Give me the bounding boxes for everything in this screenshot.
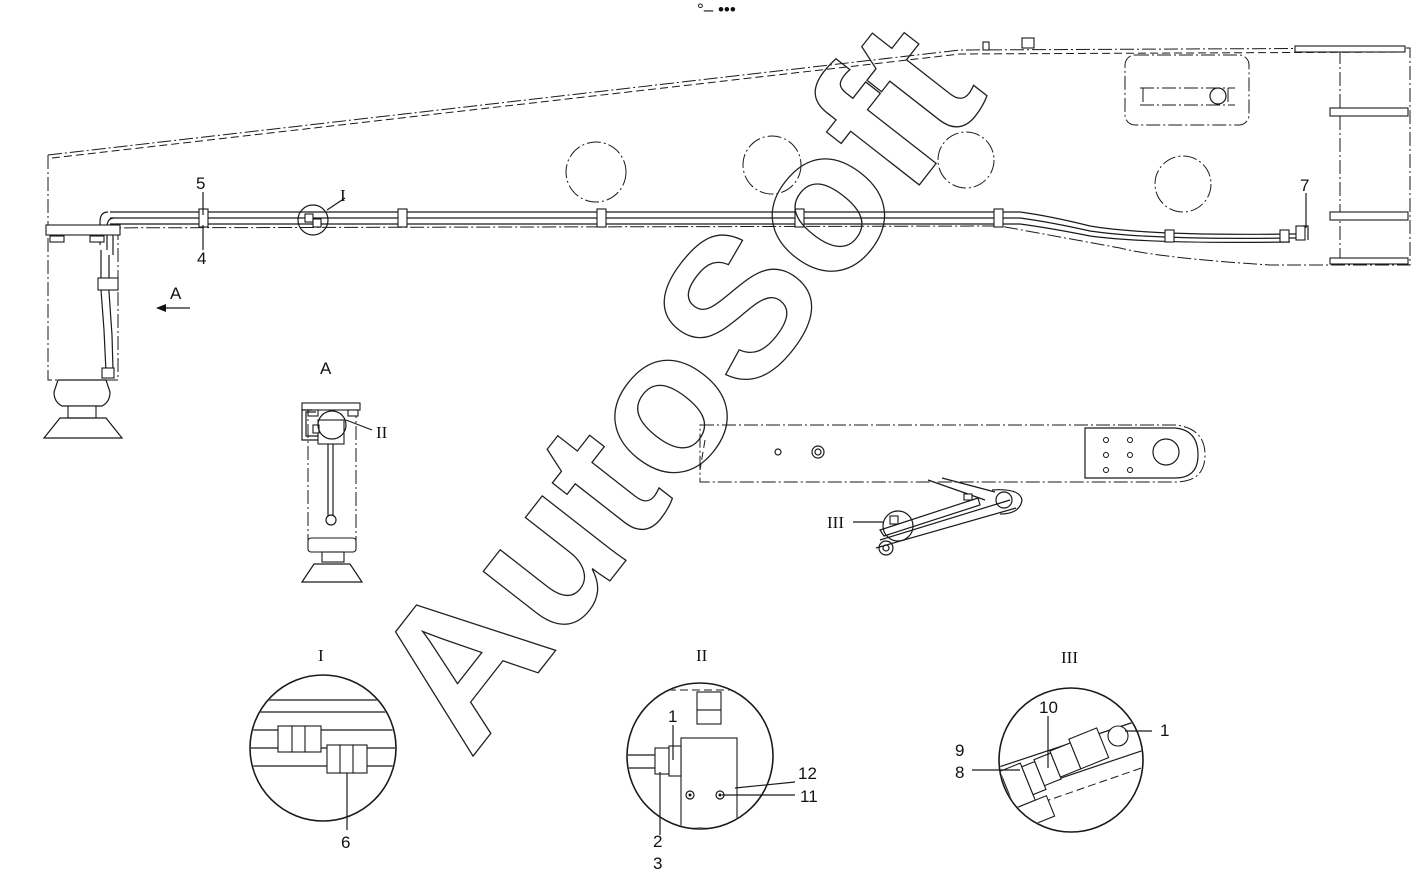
- outrigger-left: [42, 224, 124, 439]
- view-a-title: A: [320, 359, 332, 378]
- view-a-arrow: [156, 304, 190, 312]
- detail-i-title: I: [318, 646, 324, 665]
- callout-9: 9: [955, 741, 964, 760]
- boom-outline: [47, 37, 1411, 266]
- lower-boom: [699, 424, 1206, 556]
- leader-lines: [202, 192, 1307, 523]
- detail-ii-title: II: [696, 646, 708, 665]
- watermark: AutoSoft: [328, 0, 1023, 786]
- callout-7: 7: [1300, 176, 1309, 195]
- detail-iii-title: III: [1061, 648, 1078, 667]
- callout-11: 11: [800, 787, 818, 806]
- detail-ii-drawing: [626, 682, 796, 835]
- callout-1: 1: [668, 707, 677, 726]
- detail-i-marker: I: [340, 186, 346, 205]
- callout-6: 6: [341, 833, 350, 852]
- callout-8: 8: [955, 763, 964, 782]
- callout-12: 12: [798, 764, 817, 783]
- top-marker: °– •••: [697, 0, 736, 19]
- detail-i-drawing: [249, 674, 397, 830]
- callout-4: 4: [197, 249, 206, 268]
- callout-5: 5: [196, 174, 205, 193]
- callout-2: 2: [653, 832, 662, 851]
- detail-iii-marker: III: [827, 513, 844, 532]
- callout-10: 10: [1039, 698, 1058, 717]
- callout-1-detail-iii: 1: [1160, 721, 1169, 740]
- view-a-drawing: [300, 402, 364, 583]
- hydraulic-lines: [97, 204, 1309, 379]
- detail-iii-drawing: [972, 687, 1152, 833]
- detail-ii-marker: II: [376, 423, 388, 442]
- callout-3: 3: [653, 854, 662, 873]
- view-a-arrow-label: A: [170, 284, 182, 303]
